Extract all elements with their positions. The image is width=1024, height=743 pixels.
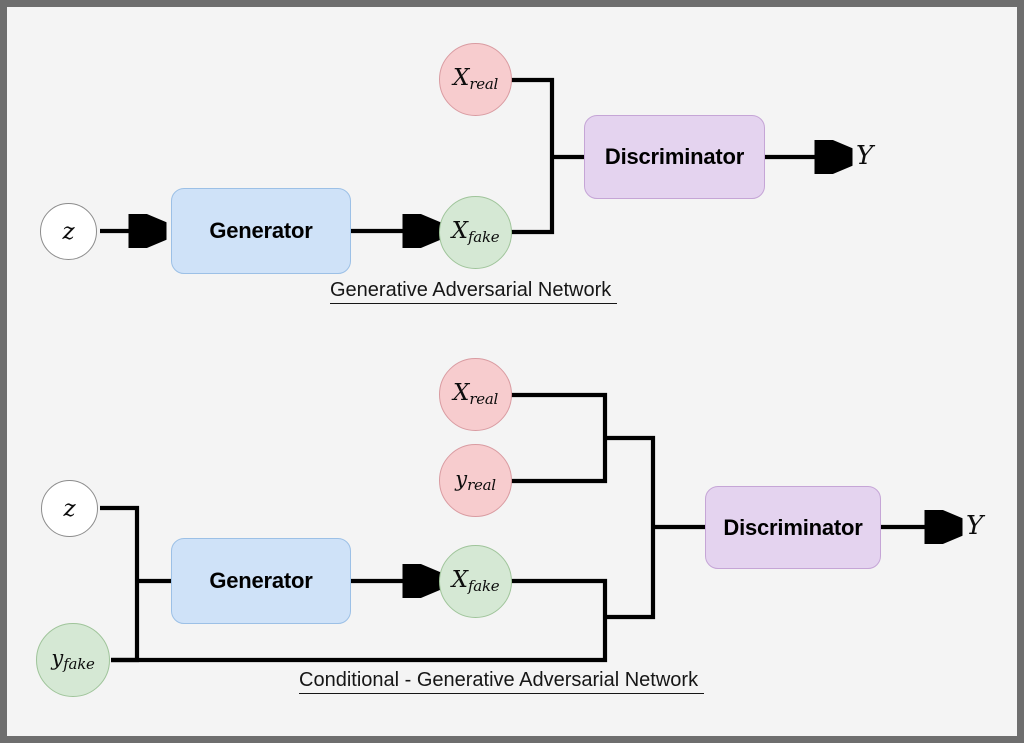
node-z-cgan[interactable]: z: [41, 480, 98, 537]
node-generator-cgan[interactable]: Generator: [171, 538, 351, 624]
label-z-cgan: z: [63, 495, 76, 522]
node-x-fake-cgan[interactable]: Xfake: [439, 545, 512, 618]
label-output-cgan: Y: [966, 511, 984, 541]
label-output-gan: Y: [856, 141, 874, 171]
label-y-real-cgan: yreal: [455, 466, 496, 495]
wire-z-to-bus: [100, 505, 140, 581]
wire-xfake-to-merge-2: [511, 578, 608, 617]
label-z-gan: z: [62, 218, 75, 245]
wire-layer: [100, 77, 1024, 663]
node-discriminator-cgan[interactable]: Discriminator: [705, 486, 881, 569]
label-generator-gan: Generator: [209, 218, 313, 243]
node-z-gan[interactable]: z: [40, 203, 97, 260]
label-x-fake-cgan: Xfake: [451, 567, 500, 596]
label-x-real-gan: Xreal: [453, 65, 498, 94]
node-discriminator-gan[interactable]: Discriminator: [584, 115, 765, 199]
label-y-fake-cgan: yfake: [51, 646, 95, 674]
wire-fake-pair-to-bar: [605, 527, 656, 620]
node-y-fake-cgan[interactable]: yfake: [36, 623, 110, 697]
wire-yreal-to-merge: [511, 438, 608, 484]
caption-gan: Generative Adversarial Network: [330, 279, 617, 304]
caption-cgan: Conditional - Generative Adversarial Net…: [299, 669, 704, 694]
node-generator-gan[interactable]: Generator: [171, 188, 351, 274]
wire-xreal-to-merge-2: [511, 392, 608, 438]
label-x-fake-gan: Xfake: [451, 218, 500, 247]
node-x-real-gan[interactable]: Xreal: [439, 43, 512, 116]
node-x-fake-gan[interactable]: Xfake: [439, 196, 512, 269]
wire-xreal-to-merge: [511, 77, 555, 157]
label-discriminator-gan: Discriminator: [604, 144, 745, 169]
node-y-real-cgan[interactable]: yreal: [439, 444, 512, 517]
node-x-real-cgan[interactable]: Xreal: [439, 358, 512, 431]
wire-xfake-to-merge: [511, 157, 555, 235]
wire-real-pair-to-bar: [605, 435, 656, 527]
label-generator-cgan: Generator: [209, 568, 313, 593]
label-x-real-cgan: Xreal: [453, 380, 498, 409]
wire-yfake-to-bus: [111, 581, 140, 663]
label-discriminator-cgan: Discriminator: [723, 514, 863, 540]
